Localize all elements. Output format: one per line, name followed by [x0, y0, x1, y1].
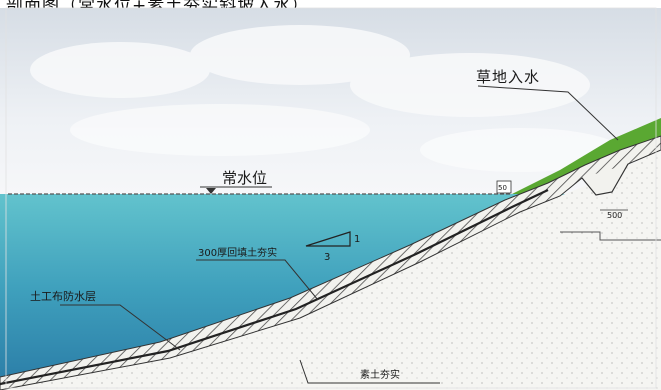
geotextile-leader: [60, 304, 181, 351]
drain-trench: [581, 163, 629, 196]
slope-run-label: 3: [324, 252, 330, 263]
soil-leader: [299, 359, 440, 384]
geotextile-line: [0, 189, 549, 386]
dim-500-label: 500: [607, 211, 622, 220]
geotextile-label: 土工布防水层: [30, 289, 96, 303]
water-level-label: 常水位: [222, 169, 267, 187]
compacted-soil-label: 素土夯实: [360, 368, 400, 381]
clouds: [30, 25, 620, 172]
water-level-marker: [206, 188, 216, 194]
grass-leader: [477, 85, 619, 141]
slope-triangle: [305, 231, 351, 247]
dim-50-box: [496, 180, 512, 194]
backfill-label: 300厚回填土夯实: [198, 246, 277, 259]
slope-rise-label: 1: [354, 234, 360, 245]
backfill-leader: [196, 259, 319, 301]
compacted-soil-layer: [0, 150, 661, 390]
grass-layer: [512, 118, 661, 194]
base-edge: [560, 231, 661, 241]
grass-label: 草地入水: [476, 68, 540, 86]
dim-50-label: 50: [498, 184, 507, 192]
